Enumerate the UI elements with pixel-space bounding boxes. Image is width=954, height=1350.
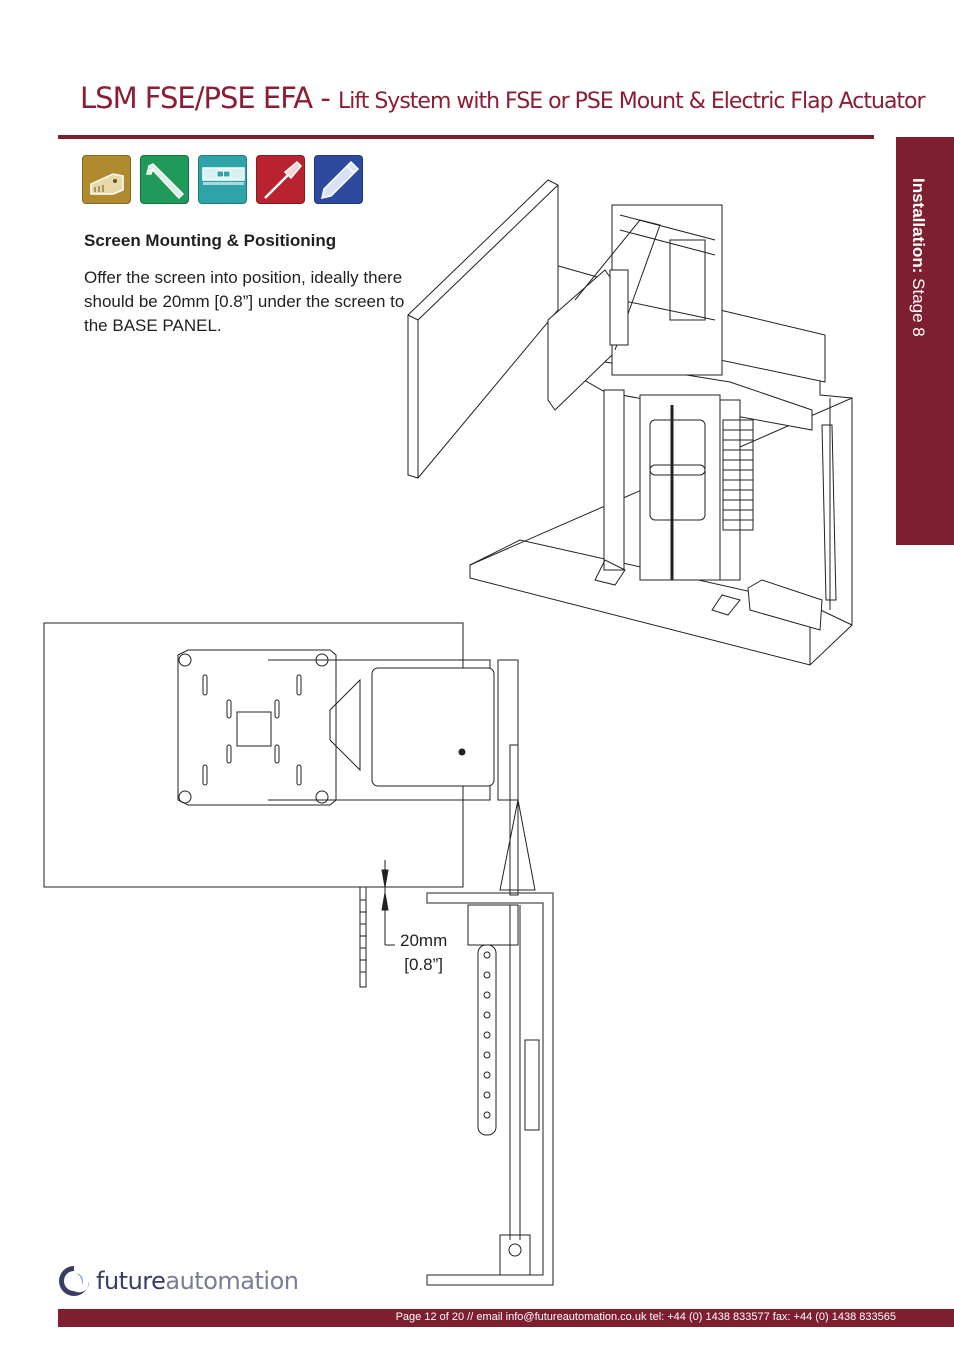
screwdriver-icon (256, 155, 305, 204)
side-tab (896, 137, 954, 545)
dimension-label: 20mm [0.8”] (400, 929, 447, 977)
spirit-level-icon (198, 155, 247, 204)
dimension-imperial: [0.8”] (404, 955, 443, 974)
pencil-icon (314, 155, 363, 204)
header-rule (58, 135, 874, 139)
footer-contact-text: Page 12 of 20 // email info@futureautoma… (395, 1311, 896, 1323)
page-title-main: LSM FSE/PSE EFA - (80, 81, 338, 115)
footer-bar: Page 12 of 20 // email info@futureautoma… (58, 1309, 954, 1327)
tape-measure-icon (82, 155, 131, 204)
logo-word-future: future (96, 1267, 166, 1295)
page-title-sub: Lift System with FSE or PSE Mount & Elec… (338, 89, 926, 114)
allen-key-icon (140, 155, 189, 204)
instruction-text: Offer the screen into position, ideally … (84, 268, 405, 335)
dimension-metric: 20mm (400, 931, 448, 950)
tool-icons (82, 155, 363, 204)
logo-word-automation: automation (165, 1267, 299, 1295)
page-title: LSM FSE/PSE EFA - Lift System with FSE o… (80, 78, 926, 116)
logo-wordmark: futureautomation (96, 1267, 299, 1295)
section-heading: Screen Mounting & Positioning (84, 231, 337, 250)
logo-swirl-icon (59, 1266, 90, 1296)
technical-drawing (43, 179, 853, 1286)
company-logo: futureautomation (56, 1263, 299, 1299)
